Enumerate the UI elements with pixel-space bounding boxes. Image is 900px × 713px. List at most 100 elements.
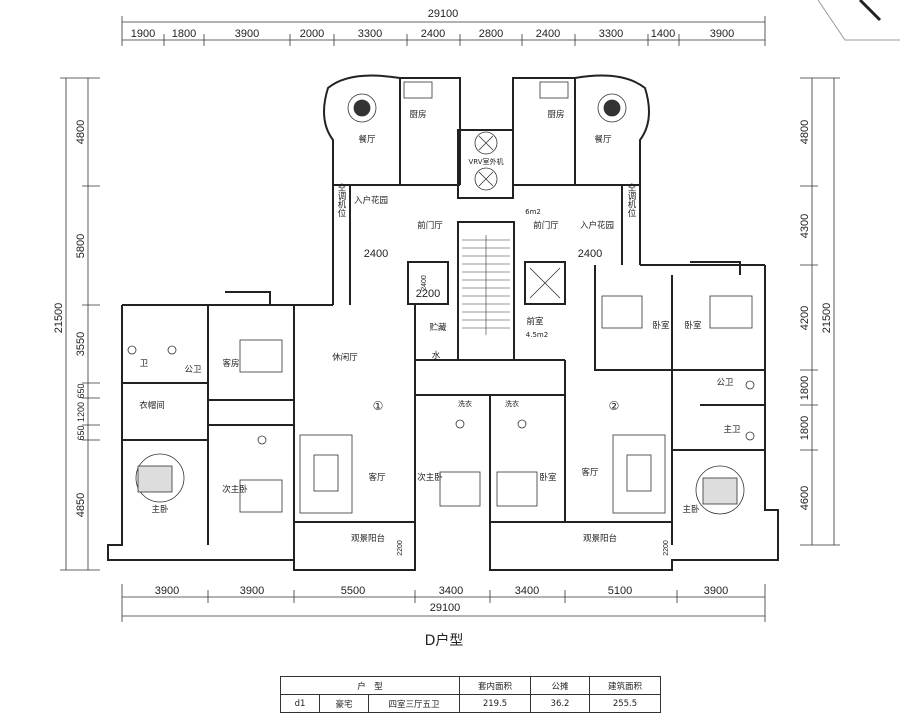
walls: [107, 74, 779, 571]
room-label: 观景阳台: [583, 533, 617, 544]
room-label: 公卫: [184, 365, 202, 375]
dim-label: 5800: [75, 234, 87, 258]
dim-label: 2800: [479, 28, 503, 40]
room-label: 客厅: [581, 467, 599, 478]
room-label: 客厅: [368, 472, 386, 483]
dim-label: 4800: [799, 120, 811, 144]
right-total-dim: 21500: [821, 303, 833, 334]
table-header-row: 户 型 套内面积 公摊 建筑面积: [280, 676, 661, 695]
dim-label: 1400: [651, 28, 675, 40]
room-label: 空调机位: [626, 182, 636, 217]
table-cell: 36.2: [530, 694, 590, 713]
right-dimensions: [800, 77, 840, 546]
plan-title: D户型: [425, 632, 464, 649]
dim-label: 2000: [300, 28, 324, 40]
dim-label: 1800: [172, 28, 196, 40]
dim-label: 3900: [240, 585, 264, 597]
room-label: 次主卧: [222, 484, 248, 495]
table-header: 公摊: [530, 676, 590, 695]
room-label: 主卫: [723, 424, 741, 435]
furniture: [127, 81, 755, 515]
dim-label: 4800: [75, 120, 87, 144]
dim-label: 5500: [341, 585, 365, 597]
table-cell: 255.5: [589, 694, 661, 713]
left-dimensions: [60, 77, 100, 571]
dim-label: 2400: [421, 275, 428, 291]
room-label: 卫: [140, 359, 149, 369]
table-header: 套内面积: [459, 676, 531, 695]
dim-label: 650: [76, 383, 86, 398]
right-dim-labels: 4800 4300 4200 1800 1800 4600: [799, 120, 811, 510]
dim-label: 1900: [131, 28, 155, 40]
dim-label: 3900: [235, 28, 259, 40]
dim-label: 1800: [799, 376, 811, 400]
room-label: 前门厅: [417, 220, 443, 231]
room-label: 洗衣: [505, 399, 519, 408]
corner-decoration: [817, 0, 900, 41]
room-label: 休闲厅: [332, 352, 358, 363]
dim-label: 3300: [358, 28, 382, 40]
dim-label: 1200: [76, 402, 86, 422]
top-dimensions: [121, 16, 766, 46]
room-label: 洗衣: [458, 399, 472, 408]
dim-label: 4850: [75, 493, 87, 517]
table-cell: d1: [280, 694, 320, 713]
dim-label: 2200: [663, 540, 670, 556]
room-label: 贮藏: [429, 322, 447, 333]
room-label: 次主卧: [417, 472, 443, 483]
room-label: 前室: [526, 316, 544, 327]
dim-label: 2400: [421, 28, 445, 40]
dim-label: 3900: [155, 585, 179, 597]
dim-label: 2400: [536, 28, 560, 40]
room-label: 厨房: [409, 109, 426, 120]
dim-label: 2400: [578, 248, 602, 260]
room-label: 水: [432, 350, 441, 361]
room-label: 餐厅: [594, 135, 612, 145]
room-label: 观景阳台: [351, 533, 385, 544]
room-label: 前门厅: [533, 220, 559, 231]
room-label: 客房: [222, 358, 239, 369]
left-dim-labels: 4800 5800 3550 650 1200 650 4850: [75, 120, 87, 517]
dim-label: 5100: [608, 585, 632, 597]
dim-label: 3400: [515, 585, 539, 597]
room-label: 卧室: [539, 472, 557, 483]
room-label: 餐厅: [358, 135, 376, 145]
dim-label: 2200: [397, 540, 404, 556]
dim-label: 3550: [75, 332, 87, 356]
bottom-total-dim: 29100: [430, 602, 461, 614]
room-label: VRV室外机: [468, 157, 503, 166]
bottom-dimensions: [121, 584, 766, 622]
table-cell: 219.5: [459, 694, 531, 713]
dim-label: 650: [76, 425, 86, 440]
room-label: 衣帽间: [139, 400, 165, 411]
dim-label: 2200: [416, 288, 440, 300]
table-cell: 四室三厅五卫: [368, 694, 460, 713]
room-label: 空调机位: [336, 182, 346, 217]
room-label: 4.5m2: [526, 331, 548, 339]
unit-marker: ①: [373, 399, 384, 413]
dim-label: 3300: [599, 28, 623, 40]
inner-dim-labels: 2400 2400 2400 2200 2200 2200: [364, 248, 670, 556]
dim-label: 3900: [704, 585, 728, 597]
room-label: 卧室: [652, 320, 670, 331]
room-label: 主卧: [682, 504, 700, 515]
dim-label: 3400: [439, 585, 463, 597]
bottom-dim-labels: 3900 3900 5500 3400 3400 5100 3900: [155, 585, 728, 597]
room-label: 6m2: [525, 208, 541, 216]
dim-label: 2400: [364, 248, 388, 260]
room-label: 入户花园: [580, 220, 614, 231]
dim-label: 4600: [799, 486, 811, 510]
left-total-dim: 21500: [53, 303, 65, 334]
dim-label: 1800: [799, 416, 811, 440]
unit-marker: ②: [609, 399, 620, 413]
room-labels: 餐厅 餐厅 厨房 厨房 VRV室外机 空调机位 空调机位 入户花园 入户花园 前…: [139, 109, 741, 544]
room-label: 卧室: [684, 320, 702, 331]
table-header: 建筑面积: [589, 676, 661, 695]
top-total-dim: 29100: [428, 8, 459, 20]
dim-label: 3900: [710, 28, 734, 40]
room-label: 公卫: [716, 378, 734, 388]
table-row: d1 豪宅 四室三厅五卫 219.5 36.2 255.5: [280, 694, 661, 713]
room-label: 厨房: [547, 109, 564, 120]
dim-label: 4200: [799, 306, 811, 330]
